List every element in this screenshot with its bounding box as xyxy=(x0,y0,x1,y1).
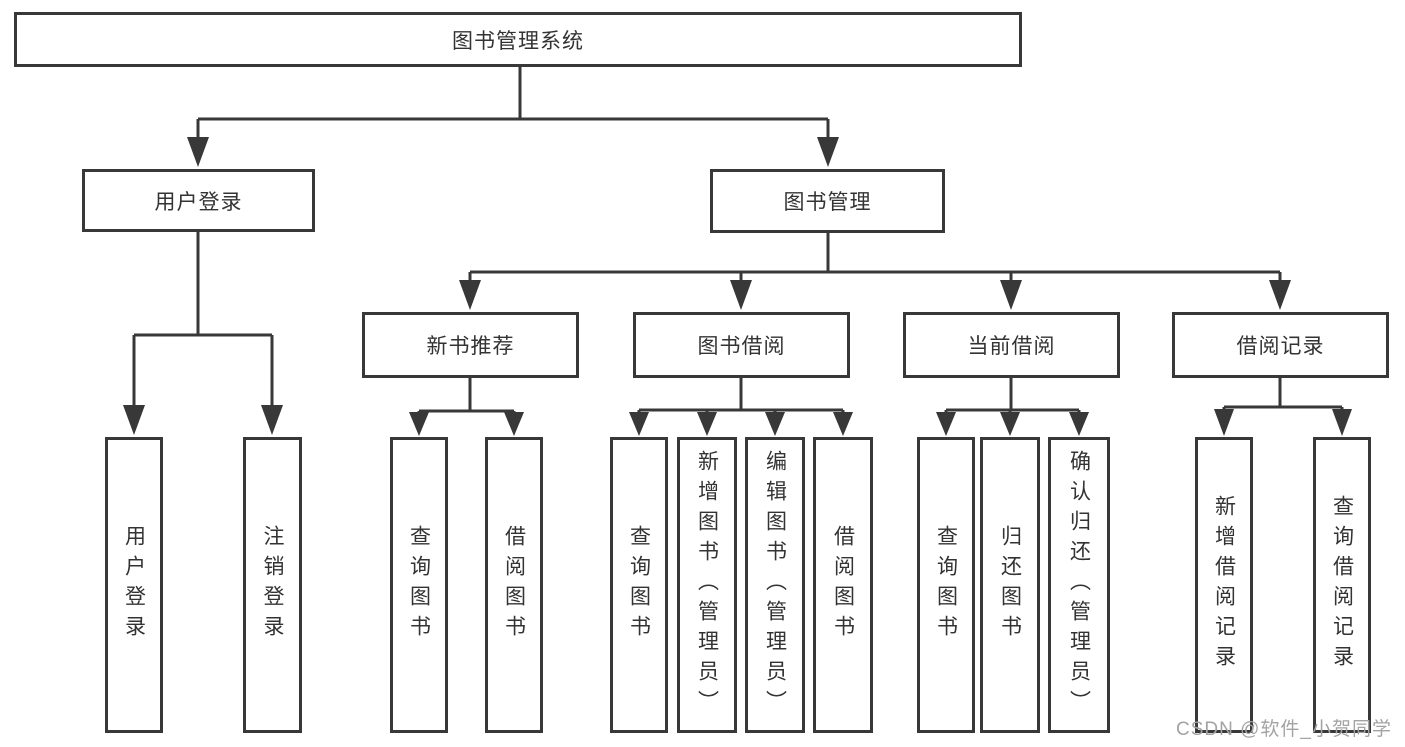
leaf-label: 新增图书（管理员） xyxy=(695,450,719,720)
leaf-confirm-return-admin: 确认归还（管理员） xyxy=(1048,437,1110,733)
leaf-label: 查询图书 xyxy=(407,525,431,645)
node-root-label: 图书管理系统 xyxy=(452,29,584,53)
leaf-label: 新增借阅记录 xyxy=(1212,495,1236,675)
node-new-book-recommend-label: 新书推荐 xyxy=(426,335,515,358)
node-user-login: 用户登录 xyxy=(82,169,315,232)
node-borrow-records-label: 借阅记录 xyxy=(1236,335,1325,358)
leaf-label: 查询图书 xyxy=(934,525,958,645)
watermark: CSDN @软件_小贺同学 xyxy=(1176,719,1392,740)
node-book-borrow-label: 图书借阅 xyxy=(697,335,786,358)
leaf-label: 确认归还（管理员） xyxy=(1067,450,1091,720)
node-book-borrow: 图书借阅 xyxy=(633,312,850,378)
node-new-book-recommend: 新书推荐 xyxy=(362,312,579,378)
leaf-label: 注销登录 xyxy=(261,525,284,645)
leaf-query-borrow-record: 查询借阅记录 xyxy=(1313,437,1371,733)
leaf-user-login: 用户登录 xyxy=(105,437,163,733)
leaf-query-books-current: 查询图书 xyxy=(917,437,975,733)
node-book-management: 图书管理 xyxy=(710,169,945,233)
leaf-label: 查询图书 xyxy=(627,525,651,645)
node-current-borrow: 当前借阅 xyxy=(903,312,1120,378)
leaf-label: 借阅图书 xyxy=(502,525,526,645)
leaf-logout: 注销登录 xyxy=(243,437,302,733)
node-current-borrow-label: 当前借阅 xyxy=(967,335,1056,358)
leaf-query-books-recommend: 查询图书 xyxy=(390,437,448,733)
leaf-borrow-books-recommend: 借阅图书 xyxy=(485,437,543,733)
node-root: 图书管理系统 xyxy=(14,12,1022,67)
leaf-borrow-books: 借阅图书 xyxy=(813,437,873,733)
node-book-management-label: 图书管理 xyxy=(783,191,872,214)
leaf-label: 借阅图书 xyxy=(831,525,855,645)
leaf-return-books: 归还图书 xyxy=(980,437,1040,733)
leaf-label: 用户登录 xyxy=(122,525,146,645)
leaf-label: 归还图书 xyxy=(998,525,1022,645)
leaf-edit-books-admin: 编辑图书（管理员） xyxy=(745,437,805,733)
node-borrow-records: 借阅记录 xyxy=(1172,312,1389,378)
leaf-add-books-admin: 新增图书（管理员） xyxy=(677,437,737,733)
leaf-add-borrow-record: 新增借阅记录 xyxy=(1195,437,1253,733)
leaf-label: 编辑图书（管理员） xyxy=(763,450,787,720)
node-user-login-label: 用户登录 xyxy=(154,190,243,214)
leaf-label: 查询借阅记录 xyxy=(1330,495,1354,675)
leaf-query-books-borrow: 查询图书 xyxy=(610,437,668,733)
